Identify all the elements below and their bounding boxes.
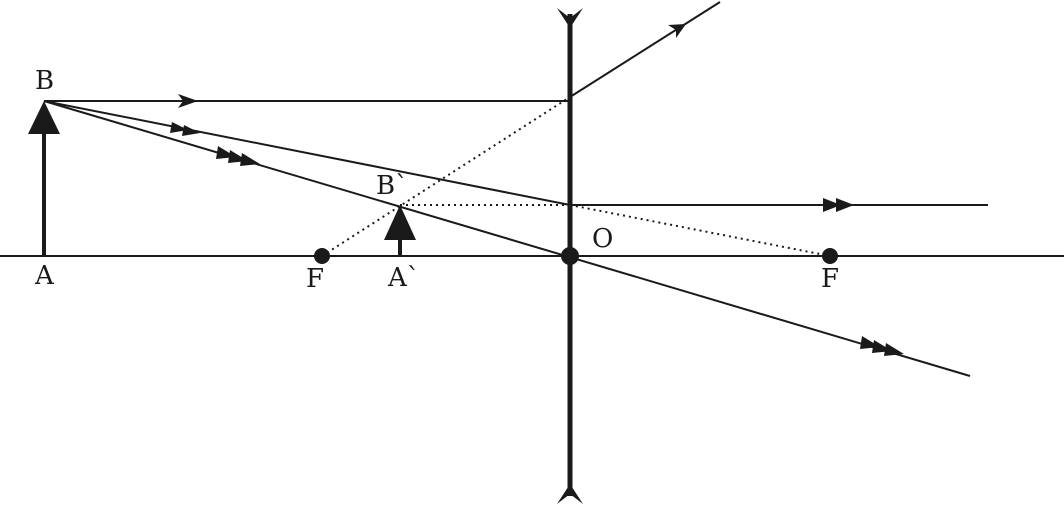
focus-right-point [822, 248, 838, 264]
label-object-base: A [34, 261, 55, 291]
ray-parallel-arrow [178, 94, 198, 108]
ray-parallel-refracted [569, 1, 721, 98]
ray-center-arrow-3 [240, 153, 260, 166]
optical-center-point [561, 247, 579, 265]
ray-toward-focus-arrow-2 [182, 125, 200, 136]
focus-left-point [314, 248, 330, 264]
ray-emergent-arrow-1 [823, 198, 841, 212]
object-arrowhead [28, 101, 60, 134]
ray-parallel-refracted-arrow [668, 24, 686, 38]
ray-through-center [43, 100, 971, 377]
ray-center-arrow-6 [884, 343, 904, 356]
label-image-top: B` [376, 171, 408, 201]
label-image-base: A` [387, 263, 420, 293]
label-optical-center: O [592, 224, 613, 254]
label-focus-left: F [306, 264, 324, 294]
label-object-top: B [35, 66, 54, 96]
label-focus-right: F [821, 264, 839, 294]
ray-toward-focus-incident [43, 100, 571, 206]
image-arrowhead [384, 205, 416, 240]
lens-bottom-arrowhead [557, 484, 583, 504]
lens-top-arrowhead [557, 8, 583, 28]
ray-emergent-arrow-2 [836, 198, 854, 212]
ray-toward-focus-virtual [569, 204, 831, 257]
ray-parallel-virtual-extension [321, 96, 571, 257]
